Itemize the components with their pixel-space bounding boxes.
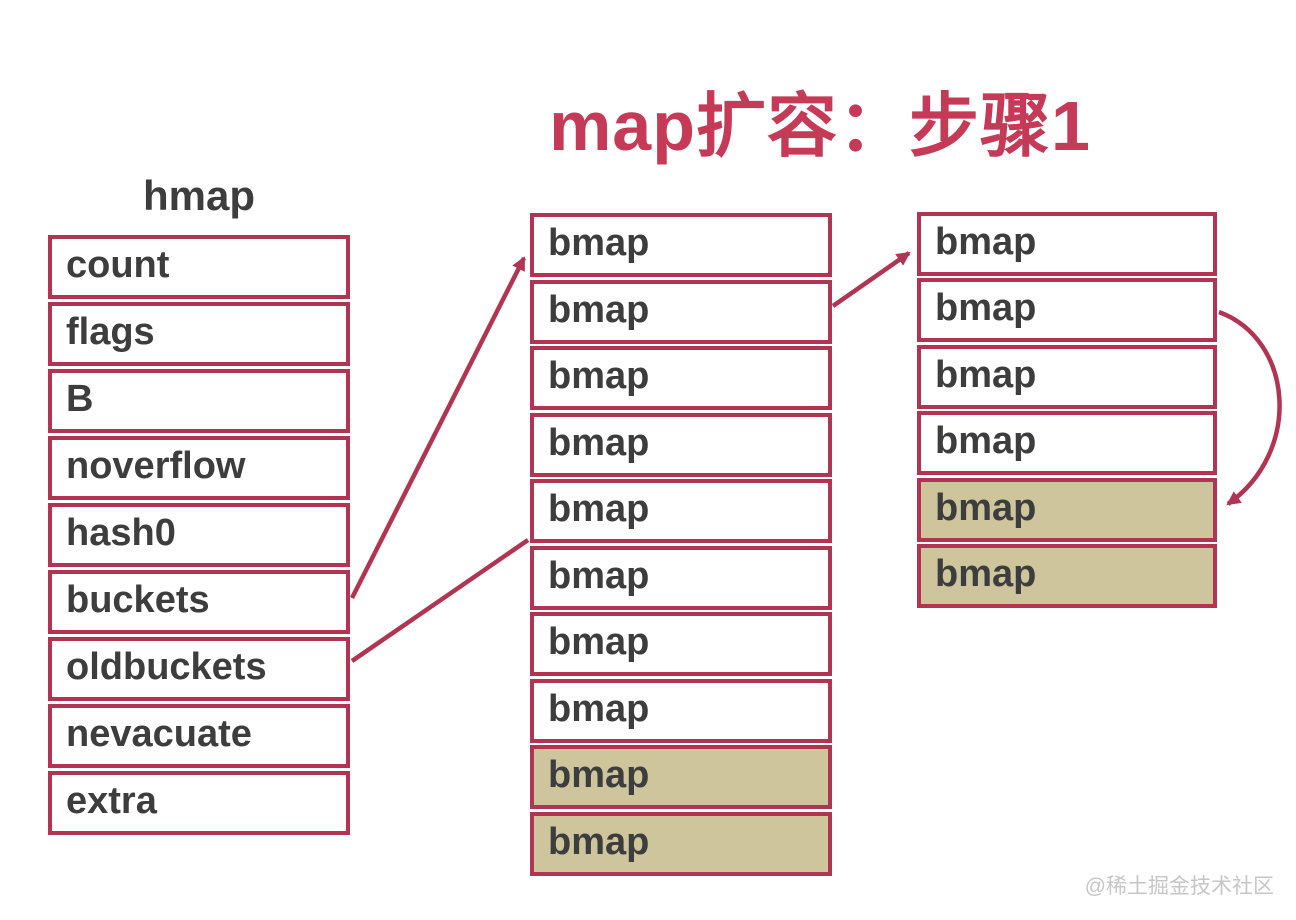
bmap-cell-label: bmap: [935, 486, 1037, 529]
bmap-cell-label: bmap: [548, 488, 650, 530]
new-bucket-array-cell-9: bmap: [530, 745, 832, 809]
watermark: @稀土掘金技术社区: [1084, 875, 1274, 898]
old-bucket-array: bmap bmap bmap bmap bmap bmap: [917, 212, 1217, 608]
hmap-struct-label: hmap: [142, 172, 255, 219]
bmap-cell-label: bmap: [548, 222, 650, 264]
bmap-cell-label: bmap: [548, 621, 650, 663]
new-bucket-array: bmap bmap bmap bmap bmap bmap bmap bmap bmap bmap: [530, 213, 832, 876]
bmap-cell-label: bmap: [548, 355, 650, 397]
hmap-field-B: B: [48, 369, 350, 433]
hmap-field-buckets: buckets: [48, 570, 350, 634]
bmap-cell-label: bmap: [935, 353, 1037, 396]
hmap-field-label: count: [66, 244, 170, 286]
bmap-cell-label: bmap: [935, 221, 1037, 263]
hmap-field-noverflow: noverflow: [48, 436, 350, 500]
hmap-field-extra: extra: [48, 771, 350, 835]
new-bucket-array-cell-5: bmap: [530, 479, 832, 543]
hmap-field-label: flags: [66, 311, 155, 353]
bmap-cell-label: bmap: [548, 554, 650, 597]
bmap-cell-label: bmap: [548, 754, 650, 796]
hmap-field-label: oldbuckets: [66, 646, 267, 688]
hmap-field-label: hash0: [66, 512, 176, 554]
old-bucket-array-cell-5: bmap: [917, 477, 1217, 542]
hmap-field-flags: flags: [48, 302, 350, 366]
new-bucket-array-cell-7: bmap: [530, 612, 832, 676]
old-bucket-array-cell-1: bmap: [917, 212, 1217, 276]
new-bucket-array-cell-2: bmap: [530, 279, 832, 344]
old-bucket-array-cell-4: bmap: [917, 411, 1217, 476]
old-bucket-array-cell-3: bmap: [917, 344, 1217, 409]
old-bucket-array-cell-2: bmap: [917, 278, 1217, 343]
hmap-field-label: buckets: [66, 579, 210, 621]
new-bucket-array-cell-6: bmap: [530, 545, 832, 610]
bmap-cell-label: bmap: [548, 687, 650, 730]
bmap-cell-label: bmap: [548, 421, 650, 464]
overflow-arc-arrow: [1218, 309, 1282, 506]
bmap-cell-label: bmap: [548, 820, 650, 863]
bmap-cell-label: bmap: [548, 288, 650, 331]
hmap-field-label: noverflow: [66, 445, 246, 487]
new-bucket-array-cell-3: bmap: [530, 346, 832, 410]
oldbuckets-arrow-segment-2: [831, 251, 911, 308]
hmap-field-label: B: [66, 378, 94, 420]
new-bucket-array-cell-4: bmap: [530, 412, 832, 477]
new-bucket-array-cell-8: bmap: [530, 678, 832, 743]
hmap-field-hash0: hash0: [48, 503, 350, 567]
hmap-field-oldbuckets: oldbuckets: [48, 637, 350, 701]
hmap-field-label: extra: [66, 780, 157, 822]
new-bucket-array-cell-10: bmap: [530, 811, 832, 876]
bmap-cell-label: bmap: [935, 420, 1037, 463]
bmap-cell-label: bmap: [935, 287, 1037, 330]
old-bucket-array-cell-6: bmap: [917, 543, 1217, 608]
oldbuckets-arrow-segment-1: [350, 538, 530, 663]
bmap-cell-label: bmap: [935, 552, 1037, 595]
hmap-field-count: count: [48, 235, 350, 299]
new-bucket-array-cell-1: bmap: [530, 213, 832, 277]
buckets-to-new-array-arrow: [349, 256, 527, 600]
hmap-field-nevacuate: nevacuate: [48, 704, 350, 768]
page-title: map扩容：步骤1: [549, 87, 1091, 165]
hmap-field-label: nevacuate: [66, 713, 252, 755]
